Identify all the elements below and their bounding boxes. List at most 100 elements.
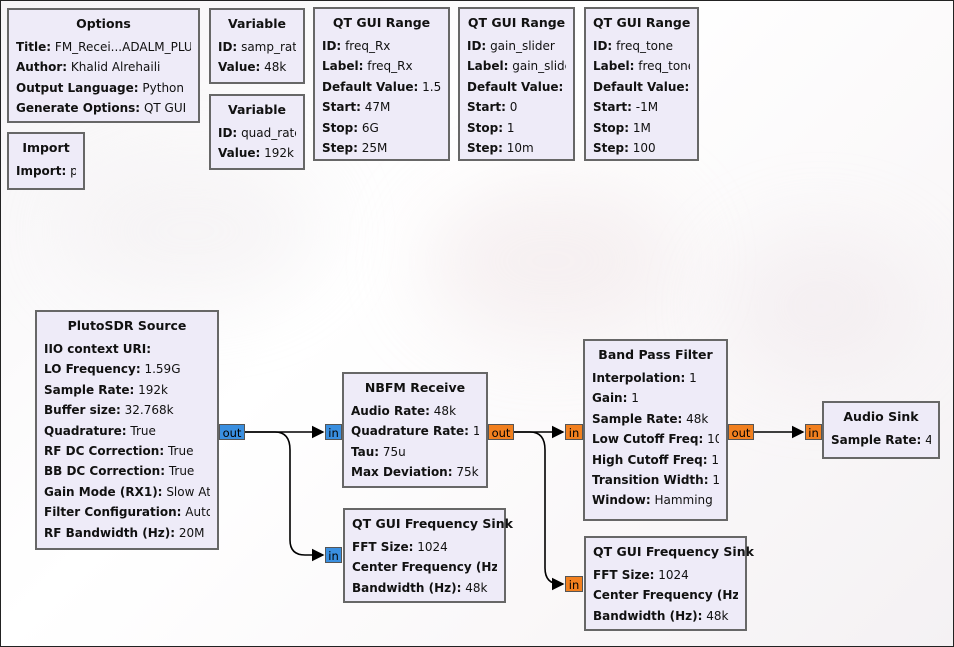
param-label: Step: (322, 141, 358, 156)
block-param-row: Bandwidth (Hz): 48k (352, 578, 497, 598)
param-value: 1024 (417, 540, 448, 554)
param-value: 1024 (658, 568, 689, 582)
block-param-row: Window: Hamming (592, 490, 719, 510)
param-label: FFT Size: (352, 540, 414, 554)
block-param-row: Default Value: 0 (593, 77, 690, 97)
param-value: 192k (472, 424, 479, 439)
block-param-row: Default Value: 1 (467, 77, 566, 97)
param-label: IIO context URI: (44, 342, 151, 356)
param-value: 1 (506, 120, 515, 135)
param-label: Default Value: (322, 79, 419, 94)
block-param-row: FFT Size: 1024 (593, 565, 738, 585)
param-label: Bandwidth (Hz): (352, 580, 462, 595)
param-value: freq_Rx (367, 59, 413, 74)
block-param-row: Step: 10m (467, 138, 566, 158)
block-param-row: Sample Rate: 48k (831, 430, 931, 450)
param-value: 75k (456, 465, 479, 480)
param-label: Center Frequency (Hz): (352, 560, 497, 575)
audio-in-port[interactable]: in (805, 424, 822, 440)
param-value: freq_Rx (345, 39, 391, 53)
param-value: Python (142, 80, 185, 95)
param-value: 100 (712, 473, 719, 488)
param-value: 100 (632, 141, 656, 156)
param-label: Low Cutoff Freq: (592, 432, 704, 447)
block-param-row: Label: gain_slider (467, 56, 566, 76)
block-title: QT GUI Range (593, 15, 691, 30)
fsink1-in-port[interactable]: in (325, 547, 342, 563)
block-param-row: Title: FM_Recei...ADALM_PLUTO (16, 37, 191, 57)
param-label: Sample Rate: (592, 411, 683, 426)
param-value: 10m (506, 141, 534, 156)
param-value: 75u (382, 444, 406, 459)
param-label: Stop: (593, 120, 630, 135)
block-param-row: Audio Rate: 48k (351, 401, 479, 421)
param-label: ID: (593, 39, 613, 53)
param-label: Filter Configuration: (44, 505, 182, 520)
param-label: Stop: (467, 120, 504, 135)
bpf-out-port[interactable]: out (728, 424, 754, 440)
nbfm-out-port[interactable]: out (488, 424, 514, 440)
background-blob (61, 161, 321, 301)
param-value: 192k (138, 382, 168, 397)
param-label: Title: (16, 40, 52, 54)
param-label: Max Deviation: (351, 465, 453, 480)
param-label: Value: (218, 146, 261, 161)
nbfm-in-port[interactable]: in (325, 424, 342, 440)
param-value: 192k (264, 146, 295, 161)
param-value: 100 (707, 432, 719, 447)
param-label: Step: (467, 141, 503, 156)
param-label: Author: (16, 60, 68, 75)
param-value: FM_Recei...ADALM_PLUTO (54, 40, 191, 54)
param-label: Start: (467, 100, 506, 115)
block-param-row: Bandwidth (Hz): 48k (593, 606, 738, 626)
block-title: Band Pass Filter (598, 347, 713, 362)
block-param-row: ID: gain_slider (467, 36, 566, 56)
block-title: NBFM Receive (364, 380, 466, 395)
param-value: 1 (631, 391, 639, 406)
param-label: RF Bandwidth (Hz): (44, 525, 176, 540)
param-label: RF DC Correction: (44, 444, 165, 459)
block-title: Variable (227, 102, 287, 117)
background-blob (721, 231, 921, 381)
param-value: QT GUI (143, 101, 187, 116)
param-value: 48k (925, 433, 931, 447)
block-param-row: Author: Khalid Alrehaili (16, 57, 191, 77)
bpf-in-port[interactable]: in (565, 424, 583, 440)
block-param-row: ID: quad_rate (218, 123, 296, 143)
param-value: samp_rate (241, 40, 296, 54)
block-title: Options (76, 16, 131, 31)
block-param-row: IIO context URI: (44, 339, 210, 359)
param-value: pi (70, 164, 76, 178)
param-label: Gain: (592, 391, 628, 406)
param-label: Interpolation: (592, 371, 686, 385)
param-label: Start: (322, 100, 361, 115)
block-param-row: Value: 192k (218, 143, 296, 163)
pluto-out-port[interactable]: out (219, 424, 245, 440)
block-param-row: Quadrature Rate: 192k (351, 421, 479, 441)
param-label: ID: (218, 126, 238, 140)
param-label: Tau: (351, 444, 380, 459)
block-param-row: Generate Options: QT GUI (16, 98, 191, 118)
param-label: Step: (593, 141, 629, 156)
block-param-row: Tau: 75u (351, 442, 479, 462)
fsink2-in-port[interactable]: in (565, 576, 583, 592)
block-title: QT GUI Frequency Sink (352, 516, 513, 531)
block-param-row: ID: freq_Rx (322, 36, 441, 56)
param-label: Sample Rate: (44, 382, 135, 397)
block-param-row: Step: 100 (593, 138, 690, 158)
param-label: Generate Options: (16, 101, 141, 116)
